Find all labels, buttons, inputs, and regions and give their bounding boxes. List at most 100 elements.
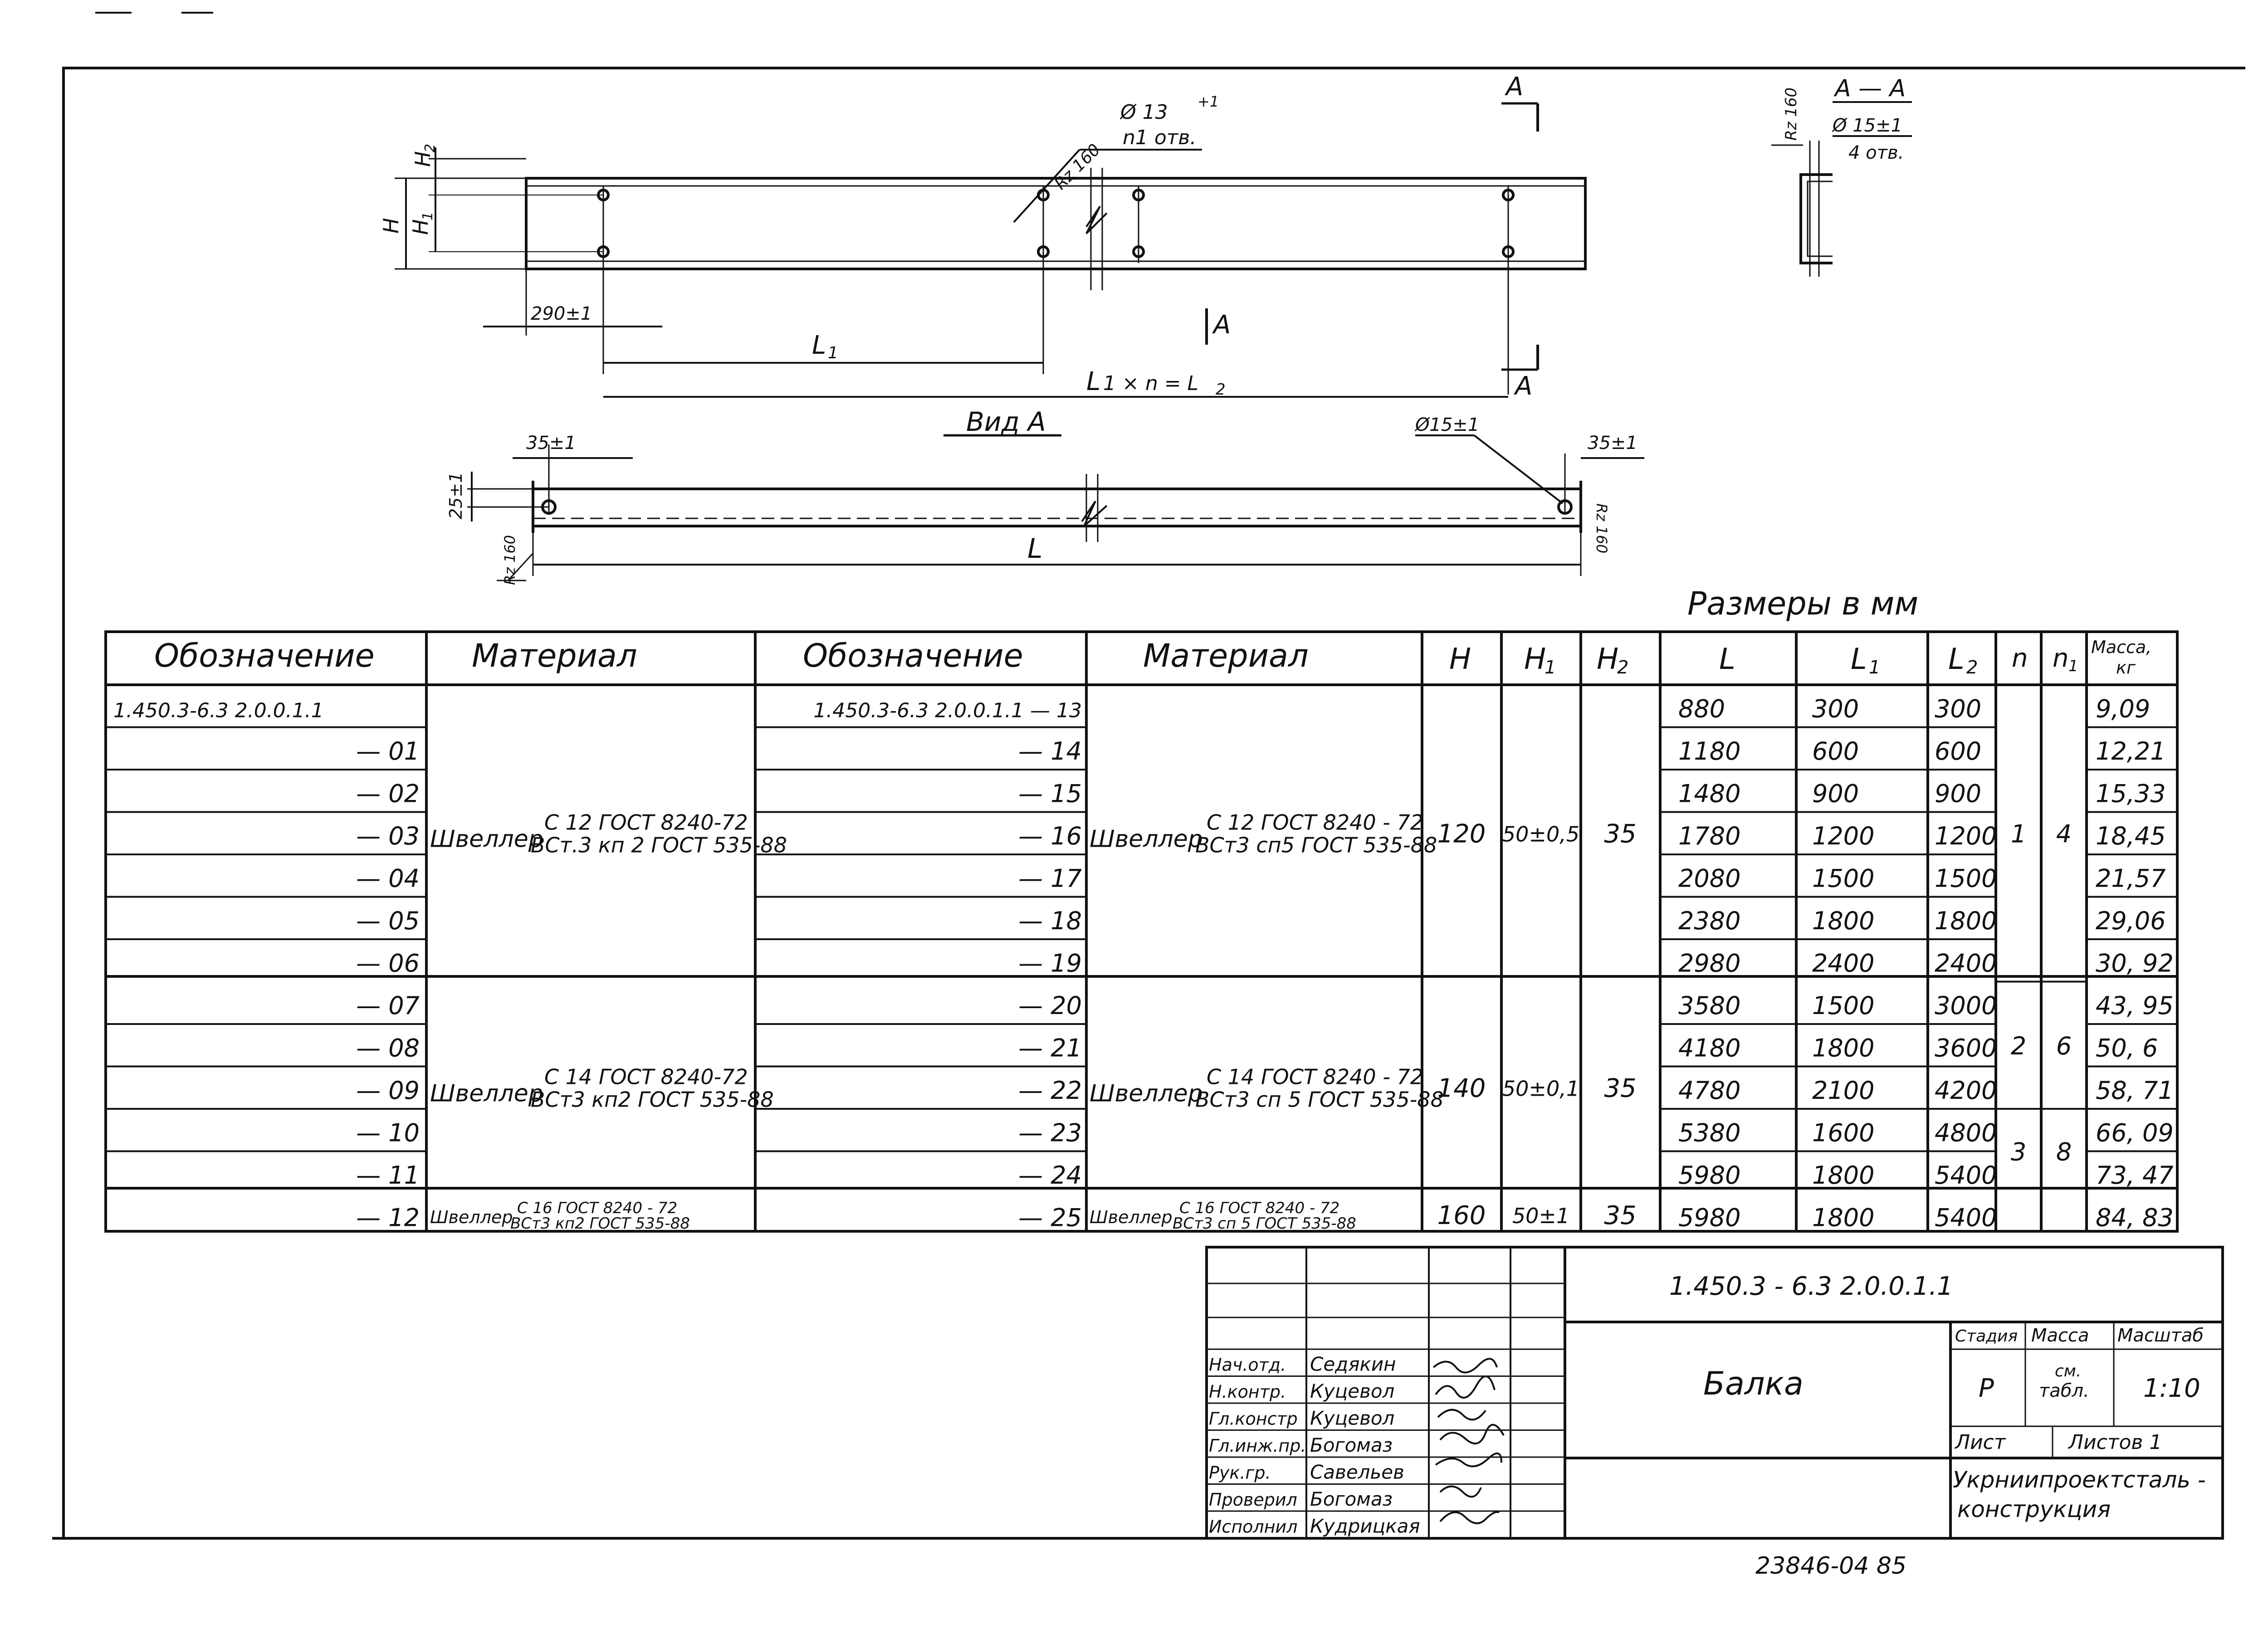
dim-L1: L	[812, 331, 826, 360]
table-cell-code-right: — 19	[1018, 949, 1082, 978]
table-cell-code-right: — 22	[1018, 1076, 1082, 1105]
table-cell-code-right: — 14	[1018, 737, 1082, 766]
material-top-left: C 12 ГОСТ 8240-72	[544, 810, 748, 834]
table-cell-L: 880	[1678, 695, 1725, 723]
table-cell-L2: 1200	[1935, 822, 1997, 850]
table-cell-L1: 900	[1812, 780, 1859, 808]
material-bottom-right: ВСт3 сп 5 ГОСТ 535-88	[1195, 1087, 1444, 1112]
material-prefix-right: Швеллер	[1090, 1207, 1173, 1227]
table-cell-L: 1480	[1678, 780, 1740, 808]
section-a-a-labels: A — A Ø 15±1 4 отв. Rz 160	[1782, 75, 1906, 163]
table-cell-code-left: 1.450.3-6.3 2.0.0.1.1	[113, 699, 324, 722]
spec-table-grid	[104, 630, 2179, 1233]
hdr-H1-sub: 1	[1545, 657, 1556, 678]
table-cell-mass: 30, 92	[2096, 949, 2174, 978]
hdr-H2: H	[1597, 643, 1618, 676]
stadia-label: Стадия	[1955, 1327, 2018, 1346]
table-cell-code-left: — 10	[356, 1119, 420, 1147]
title-block-roles	[1207, 1375, 1565, 1512]
part-name: Балка	[1703, 1365, 1804, 1402]
hdr-H2-sub: 2	[1617, 657, 1628, 678]
hdr-oboznachenie-1: Обозначение	[154, 637, 375, 674]
table-cell-mass: 43, 95	[2096, 991, 2174, 1020]
table-cell-L1: 1800	[1812, 1161, 1874, 1190]
table-cell-L1: 1800	[1812, 1034, 1874, 1063]
table-cell-L2: 1800	[1935, 907, 1997, 935]
dim-H: H	[379, 218, 403, 234]
material-top-right: C 12 ГОСТ 8240 - 72	[1207, 810, 1423, 834]
org-line2: конструкция	[1957, 1496, 2111, 1522]
table-cell-L2: 3600	[1935, 1034, 1997, 1063]
table-cell-L1: 1500	[1812, 864, 1874, 893]
role-label: Гл.констр	[1209, 1409, 1298, 1429]
hdr-L: L	[1719, 643, 1735, 676]
section-holes: 4 отв.	[1848, 142, 1904, 163]
material-top-left: C 14 ГОСТ 8240-72	[544, 1064, 748, 1089]
role-name: Богомаз	[1310, 1488, 1393, 1510]
view-a-labels: Вид A 35±1 35±1 Ø15±1 25±1 Rz 160 Rz 160…	[446, 406, 1637, 585]
table-cell-L2: 4800	[1935, 1119, 1997, 1147]
title-block-grid	[1205, 1246, 2224, 1540]
table-cell-L1: 1800	[1812, 907, 1874, 935]
role-label: Нач.отд.	[1209, 1355, 1286, 1375]
material-prefix-left: Швеллер	[430, 1207, 513, 1227]
dim-L1xn-sub: 2	[1216, 380, 1226, 399]
table-cell-n: 1	[2011, 819, 2026, 848]
role-name: Куцевол	[1310, 1407, 1394, 1429]
table-cell-L2: 5400	[1935, 1204, 1997, 1232]
dim-L1xn: L	[1086, 367, 1100, 396]
dim-H2: H	[411, 151, 435, 167]
table-cell-L2: 4200	[1935, 1076, 1997, 1105]
spec-table-row-lines	[106, 726, 2177, 1152]
hdr-n: n	[2012, 644, 2028, 673]
role-name: Кудрицкая	[1310, 1515, 1420, 1537]
table-cell-code-left: — 06	[356, 949, 420, 978]
table-cell-mass: 84, 83	[2096, 1204, 2174, 1232]
table-cell-H1: 50±1	[1512, 1204, 1569, 1228]
rz-left: Rz 160	[501, 535, 518, 585]
table-cell-code-right: — 15	[1018, 780, 1082, 808]
hole-tol-top: +1	[1198, 93, 1219, 110]
table-cell-L2: 1500	[1935, 864, 1997, 893]
material-prefix-left: Швеллер	[430, 1080, 543, 1107]
role-name: Савельев	[1310, 1461, 1404, 1483]
beam-main-labels: H 2 H H 1 Rz 160 Ø 13 +1 n1 отв. 290±1 L…	[379, 72, 1532, 401]
table-cell-code-left: — 05	[356, 907, 420, 935]
table-cell-L: 3580	[1678, 991, 1740, 1020]
hdr-L1: L	[1851, 643, 1867, 676]
table-cell-L: 1780	[1678, 822, 1740, 850]
table-cell-mass: 50, 6	[2096, 1034, 2158, 1063]
role-label: Проверил	[1209, 1490, 1297, 1510]
table-cell-L: 4180	[1678, 1034, 1740, 1063]
table-cell-L2: 900	[1935, 780, 1981, 808]
hdr-L2: L	[1948, 643, 1965, 676]
dim-L: L	[1027, 533, 1042, 565]
section-rz: Rz 160	[1782, 88, 1800, 141]
hdr-material-2: Материал	[1143, 637, 1309, 674]
dim-L1-sub: 1	[828, 344, 838, 362]
table-cell-L: 5980	[1678, 1161, 1740, 1190]
table-cell-code-right: — 17	[1018, 864, 1082, 893]
table-cell-L: 1180	[1678, 737, 1740, 766]
table-cell-code-right: 1.450.3-6.3 2.0.0.1.1 — 13	[813, 699, 1082, 722]
material-bottom-right: ВСт3 сп5 ГОСТ 535-88	[1195, 833, 1437, 857]
table-cell-n: 3	[2011, 1138, 2026, 1166]
sheet-frame	[52, 12, 2245, 1540]
dim-290: 290±1	[531, 303, 592, 324]
table-cell-mass: 9,09	[2096, 695, 2150, 723]
table-cell-code-left: — 04	[356, 864, 420, 893]
table-cell-code-right: — 20	[1018, 991, 1082, 1020]
role-name: Седякин	[1310, 1353, 1396, 1375]
hdr-massa: Масса,	[2091, 637, 2151, 657]
role-name: Богомаз	[1310, 1434, 1393, 1456]
material-prefix-right: Швеллер	[1090, 1080, 1203, 1107]
table-cell-mass: 73, 47	[2096, 1161, 2174, 1190]
table-cell-L1: 2400	[1812, 949, 1874, 978]
table-cell-H2: 35	[1604, 819, 1636, 849]
table-cell-L1: 600	[1812, 737, 1859, 766]
hdr-H1: H	[1524, 643, 1546, 676]
table-cell-L2: 2400	[1935, 949, 1997, 978]
hdr-massa-unit: кг	[2116, 658, 2136, 678]
beam-main-view	[395, 102, 1587, 398]
